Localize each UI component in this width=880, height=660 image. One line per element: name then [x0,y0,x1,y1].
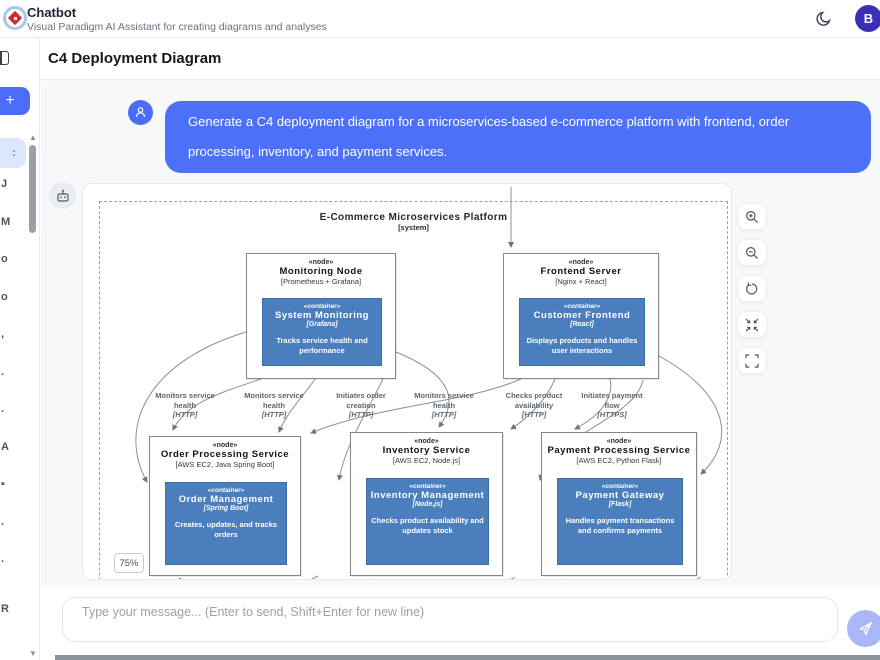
sidebar-toggle-icon[interactable] [0,51,9,65]
fullscreen-button[interactable] [737,347,767,374]
user-avatar [128,100,153,125]
sidebar: + : J M o o , . . A ▪ . . R ▲ ▼ [0,38,40,660]
user-message-bubble: Generate a C4 deployment diagram for a m… [165,101,871,173]
diagram-zoom-toolbar [737,203,767,374]
chat-history-list: J M o o , . . A ▪ . . R [1,178,10,640]
list-item[interactable]: M [1,215,11,228]
app-title: Chatbot [27,5,77,20]
send-button[interactable] [847,610,880,647]
message-input[interactable] [62,597,838,642]
list-item[interactable]: ▪ [1,478,5,490]
zoom-in-icon [746,210,759,223]
fullscreen-icon [745,353,759,368]
user-profile-avatar[interactable]: B [855,5,880,32]
scrollbar-up-icon[interactable]: ▲ [29,133,37,142]
zoom-out-icon [746,246,759,259]
chat-area: Generate a C4 deployment diagram for a m… [41,81,880,585]
page-heading-bar: C4 Deployment Diagram [40,38,880,80]
reset-icon [746,282,758,295]
zoom-out-button[interactable] [737,239,767,266]
list-item[interactable]: o [1,253,8,265]
list-item[interactable]: , [1,328,5,340]
list-item[interactable]: . [1,403,5,415]
container-order-management: «container» Order Management [Spring Boo… [165,482,287,565]
container-system-monitoring: «container» System Monitoring [Grafana] … [262,298,382,366]
container-payment-gateway: «container» Payment Gateway [Flask] Hand… [557,478,683,565]
list-item[interactable]: . [1,365,5,378]
sidebar-scrollbar[interactable]: ▲ ▼ [28,133,38,658]
system-boundary-title: E-Commerce Microservices Platform [syste… [319,212,508,232]
system-boundary [99,201,728,579]
message-input-panel [40,585,880,660]
collapse-view-button[interactable] [737,311,767,338]
scrollbar-down-icon[interactable]: ▼ [29,649,37,658]
moon-icon [816,11,831,26]
reset-view-button[interactable] [737,275,767,302]
node-payment-processing: «node» Payment Processing Service [AWS E… [541,432,697,576]
node-monitoring: «node» Monitoring Node [Prometheus + Gra… [246,253,396,379]
page-title: C4 Deployment Diagram [48,50,222,67]
container-inventory-management: «container» Inventory Management [Node.j… [366,478,489,565]
visual-paradigm-logo-icon [3,6,27,30]
node-order-processing: «node» Order Processing Service [AWS EC2… [149,436,301,576]
window-edge-strip [55,655,880,660]
zoom-in-button[interactable] [737,203,767,230]
diagram-canvas[interactable]: E-Commerce Microservices Platform [syste… [82,183,732,580]
bot-avatar [49,182,76,209]
list-item[interactable]: . [1,553,5,565]
person-icon [135,107,146,117]
app-subtitle: Visual Paradigm AI Assistant for creatin… [27,21,327,33]
list-item[interactable]: R [1,602,9,615]
list-item[interactable]: o [1,290,8,303]
new-chat-button[interactable]: + [0,87,30,115]
list-item[interactable]: A [1,440,9,453]
node-inventory-service: «node» Inventory Service [AWS EC2, Node.… [350,432,503,576]
container-customer-frontend: «container» Customer Frontend [React] Di… [519,298,645,366]
node-frontend-server: «node» Frontend Server [Nginx + React] «… [503,253,659,379]
app-header: Chatbot Visual Paradigm AI Assistant for… [0,0,880,38]
sidebar-item-selected[interactable]: : [0,138,26,168]
list-item[interactable]: J [1,178,8,190]
zoom-level-badge: 75% [114,553,144,573]
dark-mode-toggle[interactable] [814,9,834,29]
list-item[interactable]: . [1,515,5,528]
robot-icon [56,189,69,202]
collapse-arrows-icon [745,318,759,331]
scrollbar-thumb[interactable] [29,145,36,233]
send-plane-icon [859,622,872,636]
